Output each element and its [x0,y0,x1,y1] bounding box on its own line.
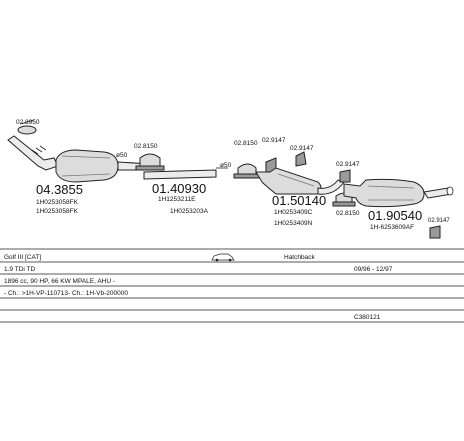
chassis-range: - Ch.: >1H-VP-110713- Ch.: 1H-Vb-200000 [4,290,128,297]
part-label-02-9147-c: 02.9147 [336,161,360,168]
part-label-02-8150-a: 02.8150 [134,143,158,150]
hanger-icon-2 [295,151,307,167]
part-label-02-8150-c: 02.8150 [336,210,360,217]
part-label-02-8150-b: 02.8150 [234,140,258,147]
gasket-icon [17,125,37,135]
part-label-02-8950-top: 02.8950 [16,119,40,126]
engine-specs: 1896 cc, 90 HP, 66 KW MPALE, AHU - [4,278,115,285]
clamp-icon-1 [135,153,165,171]
part-ref-01-40930-1: 1H1253211E [158,196,196,203]
part-label-02-9147-a: 02.9147 [262,137,286,144]
catalyst-shape [55,149,119,183]
vehicle-engine: 1.9 TDi TD [4,266,35,273]
diameter-label-1: ø50 [116,152,128,159]
rear-silencer [343,178,454,208]
part-ref-01-50140-2: 1H0253409N [274,220,313,227]
middle-silencer [255,167,345,195]
part-number-01-40930: 01.40930 [152,181,206,196]
part-label-02-9147-d: 02.9147 [428,218,450,224]
catalogue-code: C380121 [354,314,381,321]
part-ref-04-3855-2: 1H0253058FK [36,208,79,215]
vehicle-body: Hatchback [284,254,315,261]
front-pipe-catalyst [7,119,151,183]
clamp-icon-2 [233,163,261,179]
part-number-01-90540: 01.90540 [368,208,422,223]
car-silhouette-icon [211,253,235,262]
part-ref-01-90540: 1H-6253609AF [370,224,414,231]
part-label-02-9147-b: 02.9147 [290,145,314,152]
info-table [0,248,464,323]
production-period: 09/96 - 12/97 [354,266,393,273]
part-ref-01-40930-2: 1H0253203A [170,208,209,215]
hanger-icon-3 [339,169,351,183]
downpipe-shape [7,135,59,171]
intermediate-pipe [143,169,217,180]
hanger-icon-4 [429,225,441,239]
part-ref-01-50140-1: 1H0253409C [274,209,313,216]
vehicle-model: Golf III [CAT] [4,254,41,261]
part-number-04-3855: 04.3855 [36,182,83,197]
diameter-label-2: ø50 [220,162,232,169]
part-number-01-50140: 01.50140 [272,193,326,208]
part-ref-04-3855-1: 1H0253058FK [36,199,79,206]
